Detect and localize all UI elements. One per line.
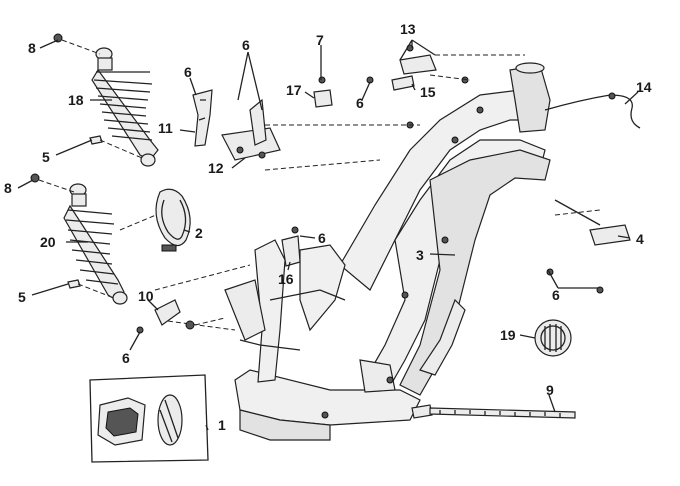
callout-2: 2 <box>195 225 203 241</box>
bracket-10 <box>136 299 181 334</box>
callout-6-mid: 6 <box>356 95 364 111</box>
bolt-8-bottom <box>30 173 75 193</box>
rear-shock-18 <box>91 47 159 167</box>
callout-15: 15 <box>420 84 436 100</box>
alignment-lines <box>119 54 601 331</box>
cable-14 <box>544 92 641 129</box>
callout-6-top-bracket: 6 <box>242 37 250 53</box>
callout-17: 17 <box>286 82 302 98</box>
callout-5-top: 5 <box>42 149 50 165</box>
callout-16: 16 <box>278 271 294 287</box>
leader-lines <box>17 39 639 431</box>
side-stand-mount <box>185 279 266 341</box>
callout-1: 1 <box>218 417 226 433</box>
bolt-8-top <box>53 33 101 55</box>
callout-6-right: 6 <box>552 287 560 303</box>
foot-bracket-4 <box>546 199 631 294</box>
clamp-band-2 <box>155 188 191 252</box>
callout-4: 4 <box>636 231 644 247</box>
callout-8-bottom: 8 <box>4 180 12 196</box>
kit-box-1 <box>89 374 209 463</box>
callout-18: 18 <box>68 92 84 108</box>
bracket-16 <box>281 226 301 267</box>
callout-6-center: 6 <box>318 230 326 246</box>
bracket-13 <box>366 44 437 84</box>
callout-6-upper-left: 6 <box>184 64 192 80</box>
callout-6-lower-left: 6 <box>122 350 130 366</box>
rear-shock-20 <box>63 183 128 305</box>
callout-10: 10 <box>138 288 154 304</box>
callout-13: 13 <box>400 21 416 37</box>
callout-20: 20 <box>40 234 56 250</box>
callout-19: 19 <box>500 327 516 343</box>
callout-7: 7 <box>316 32 324 48</box>
plate-12 <box>221 98 281 161</box>
bracket-15 <box>391 75 415 91</box>
callout-5-bottom: 5 <box>18 289 26 305</box>
bracket-11 <box>192 89 213 147</box>
callout-11: 11 <box>158 120 173 136</box>
callout-8-top: 8 <box>28 40 36 56</box>
cable-tie-9 <box>411 404 576 419</box>
bolt-5-bottom <box>67 279 115 299</box>
callout-9: 9 <box>546 382 554 398</box>
callout-3: 3 <box>416 247 424 263</box>
main-frame <box>234 62 551 441</box>
bracket-17 <box>313 76 333 108</box>
callout-labels: 8 18 5 8 20 5 2 1 11 12 6 6 7 17 13 15 6… <box>4 21 652 433</box>
cap-19 <box>534 319 572 357</box>
callout-12: 12 <box>208 160 224 176</box>
bolt-5-top <box>89 135 143 159</box>
callout-14: 14 <box>636 79 652 95</box>
